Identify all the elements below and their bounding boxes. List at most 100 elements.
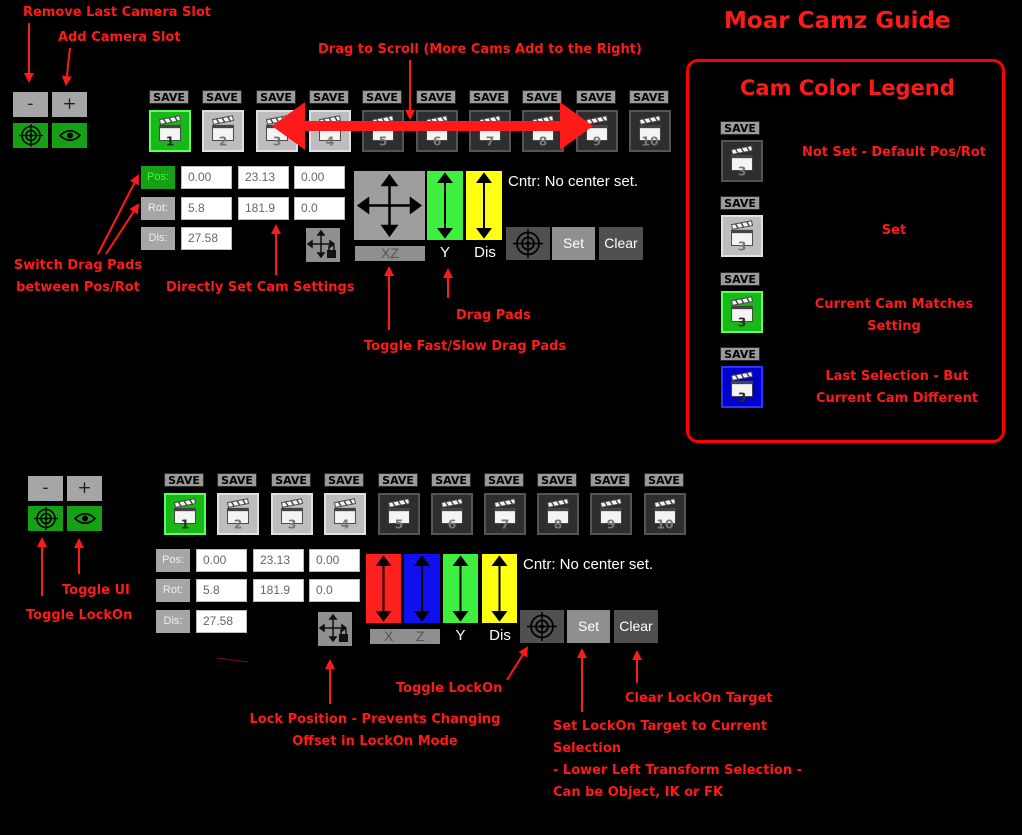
- dis-field[interactable]: 27.58: [181, 227, 232, 250]
- y-drag-pad-2[interactable]: [443, 554, 478, 623]
- rot-x-field-2[interactable]: 5.8: [196, 579, 247, 602]
- y-drag-pad[interactable]: [427, 171, 463, 240]
- lockon-target-button-2[interactable]: [520, 610, 564, 643]
- save-cam-button-b6[interactable]: SAVE: [431, 473, 471, 487]
- save-cam-button-b10[interactable]: SAVE: [644, 473, 684, 487]
- set-target-button-2[interactable]: Set: [567, 610, 610, 643]
- legend-cam-set: 3: [721, 215, 763, 257]
- save-cam-button-b7[interactable]: SAVE: [484, 473, 524, 487]
- annotation-clear-target: Clear LockOn Target: [625, 691, 773, 706]
- cam-slot-b8[interactable]: 8: [537, 493, 579, 535]
- rot-label-toggle[interactable]: Rot:: [141, 197, 175, 220]
- clapperboard-icon: 2: [226, 498, 250, 531]
- add-camera-slot-button[interactable]: +: [52, 92, 87, 117]
- clear-target-button-2[interactable]: Clear: [614, 610, 658, 643]
- save-cam-button-5[interactable]: SAVE: [362, 90, 402, 104]
- cam-slot-b5[interactable]: 5: [378, 493, 420, 535]
- cam-slot-4[interactable]: 4: [309, 110, 351, 152]
- cam-slot-1[interactable]: 1: [149, 110, 191, 152]
- cam-slot-6[interactable]: 6: [416, 110, 458, 152]
- svg-text:3: 3: [738, 315, 747, 329]
- cam-slot-b6[interactable]: 6: [431, 493, 473, 535]
- remove-camera-slot-button[interactable]: -: [13, 92, 48, 117]
- add-camera-slot-button-2[interactable]: +: [67, 476, 102, 501]
- dis-drag-pad-2[interactable]: [482, 554, 517, 623]
- move-lock-icon: [318, 613, 348, 643]
- rot-z-field-2[interactable]: 0.0: [309, 579, 360, 602]
- save-cam-button-4[interactable]: SAVE: [309, 90, 349, 104]
- save-cam-button-b4[interactable]: SAVE: [324, 473, 364, 487]
- rot-y-field-2[interactable]: 181.9: [253, 579, 304, 602]
- save-cam-button-b3[interactable]: SAVE: [271, 473, 311, 487]
- z-pad-label: Z: [416, 628, 425, 644]
- cam-slot-8[interactable]: 8: [522, 110, 564, 152]
- annotation-set-target-line2: Selection: [553, 741, 622, 756]
- save-cam-button-10[interactable]: SAVE: [629, 90, 669, 104]
- save-cam-button-b2[interactable]: SAVE: [217, 473, 257, 487]
- cam-slot-10[interactable]: 10: [629, 110, 671, 152]
- lock-position-button[interactable]: [306, 228, 340, 262]
- cam-slot-b4[interactable]: 4: [324, 493, 366, 535]
- rot-z-field[interactable]: 0.0: [294, 197, 345, 220]
- fast-slow-toggle-2[interactable]: X Z: [370, 629, 440, 644]
- legend-item-match: Current Cam Matches Setting: [794, 294, 994, 338]
- cam-slot-7[interactable]: 7: [469, 110, 511, 152]
- x-drag-pad[interactable]: [366, 554, 401, 623]
- clear-target-button[interactable]: Clear: [599, 227, 643, 260]
- dis-drag-pad[interactable]: [466, 171, 502, 240]
- toggle-lockon-button-2[interactable]: [28, 506, 63, 531]
- save-cam-button-1[interactable]: SAVE: [149, 90, 189, 104]
- set-target-button[interactable]: Set: [552, 227, 595, 260]
- toggle-ui-button-2[interactable]: [67, 506, 102, 531]
- cam-slot-b3[interactable]: 3: [271, 493, 313, 535]
- legend-save-badge: SAVE: [720, 347, 760, 361]
- save-cam-button-2[interactable]: SAVE: [202, 90, 242, 104]
- save-cam-button-8[interactable]: SAVE: [522, 90, 562, 104]
- lock-position-button-2[interactable]: [318, 612, 352, 646]
- pos-z-field-2[interactable]: 0.00: [309, 549, 360, 572]
- cam-slot-9[interactable]: 9: [576, 110, 618, 152]
- cam-slot-b9[interactable]: 9: [590, 493, 632, 535]
- save-cam-button-b8[interactable]: SAVE: [537, 473, 577, 487]
- pos-x-field-2[interactable]: 0.00: [196, 549, 247, 572]
- save-cam-button-6[interactable]: SAVE: [416, 90, 456, 104]
- pos-x-field[interactable]: 0.00: [181, 166, 232, 189]
- pos-z-field[interactable]: 0.00: [294, 166, 345, 189]
- fast-slow-toggle[interactable]: XZ: [355, 246, 425, 261]
- z-drag-pad[interactable]: [404, 554, 440, 623]
- legend-save-badge: SAVE: [720, 196, 760, 210]
- lockon-target-button[interactable]: [506, 227, 550, 260]
- pos-label-toggle-2[interactable]: Pos:: [156, 549, 190, 572]
- cam-slot-5[interactable]: 5: [362, 110, 404, 152]
- cam-slot-b7[interactable]: 7: [484, 493, 526, 535]
- save-cam-button-9[interactable]: SAVE: [576, 90, 616, 104]
- pos-y-field-2[interactable]: 23.13: [253, 549, 304, 572]
- crosshair-target-icon: [18, 124, 43, 147]
- cam-slot-b10[interactable]: 10: [644, 493, 686, 535]
- clapperboard-icon: 4: [333, 498, 357, 531]
- dis-field-2[interactable]: 27.58: [196, 610, 247, 633]
- svg-text:5: 5: [379, 134, 388, 148]
- xz-drag-pad[interactable]: [354, 171, 425, 240]
- cam-slot-3[interactable]: 3: [256, 110, 298, 152]
- cam-slot-2[interactable]: 2: [202, 110, 244, 152]
- pos-label-toggle[interactable]: Pos:: [141, 166, 175, 189]
- rot-x-field[interactable]: 5.8: [181, 197, 232, 220]
- save-cam-button-3[interactable]: SAVE: [256, 90, 296, 104]
- svg-text:10: 10: [656, 517, 673, 531]
- toggle-ui-button[interactable]: [52, 123, 87, 148]
- legend-cam-match: 3: [721, 291, 763, 333]
- save-cam-button-7[interactable]: SAVE: [469, 90, 509, 104]
- rot-label-toggle-2[interactable]: Rot:: [156, 579, 190, 602]
- toggle-lockon-button[interactable]: [13, 123, 48, 148]
- save-cam-button-b5[interactable]: SAVE: [378, 473, 418, 487]
- svg-text:8: 8: [539, 134, 548, 148]
- save-cam-button-b1[interactable]: SAVE: [164, 473, 204, 487]
- cam-slot-b1[interactable]: 1: [164, 493, 206, 535]
- cam-slot-b2[interactable]: 2: [217, 493, 259, 535]
- remove-camera-slot-button-2[interactable]: -: [28, 476, 63, 501]
- rot-y-field[interactable]: 181.9: [238, 197, 289, 220]
- pos-y-field[interactable]: 23.13: [238, 166, 289, 189]
- save-cam-button-b9[interactable]: SAVE: [590, 473, 630, 487]
- vertical-arrow-icon: [437, 172, 453, 239]
